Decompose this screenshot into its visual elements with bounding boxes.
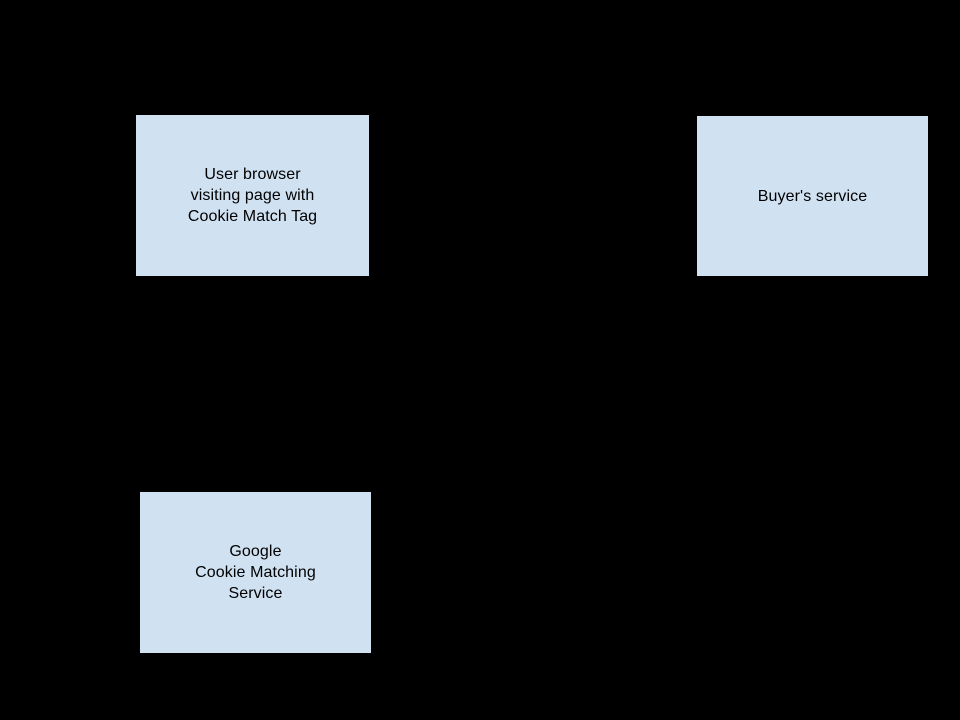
- diagram-node-label: User browser visiting page with Cookie M…: [187, 166, 318, 225]
- diagram-node-user-browser[interactable]: User browser visiting page with Cookie M…: [136, 115, 369, 276]
- diagram-node-buyers-service[interactable]: Buyer's service: [697, 116, 928, 276]
- diagram-node-label: Buyer's service: [757, 187, 868, 205]
- diagram-node-label: Google Cookie Matching Service: [195, 543, 316, 602]
- diagram-node-google-cookie-matching[interactable]: Google Cookie Matching Service: [140, 492, 371, 653]
